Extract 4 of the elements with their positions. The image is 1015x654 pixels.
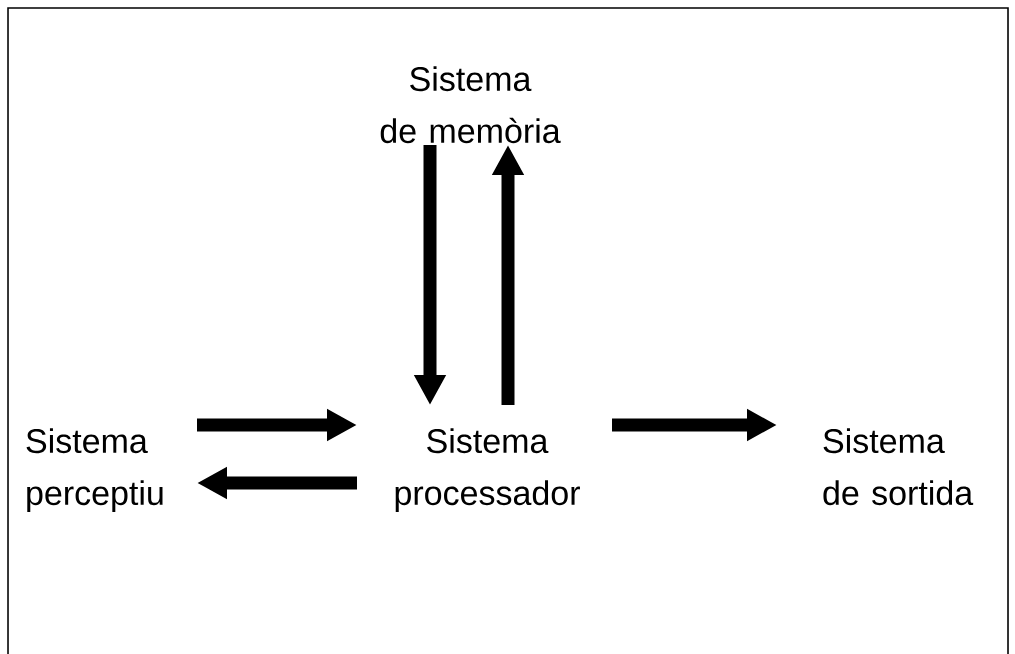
system-label: Sistema de sortida bbox=[823, 428, 974, 506]
system-label: Sistema de memòria bbox=[380, 66, 561, 144]
system-label: Sistema processador bbox=[395, 428, 580, 512]
system-label: Sistema perceptiu bbox=[26, 428, 163, 512]
